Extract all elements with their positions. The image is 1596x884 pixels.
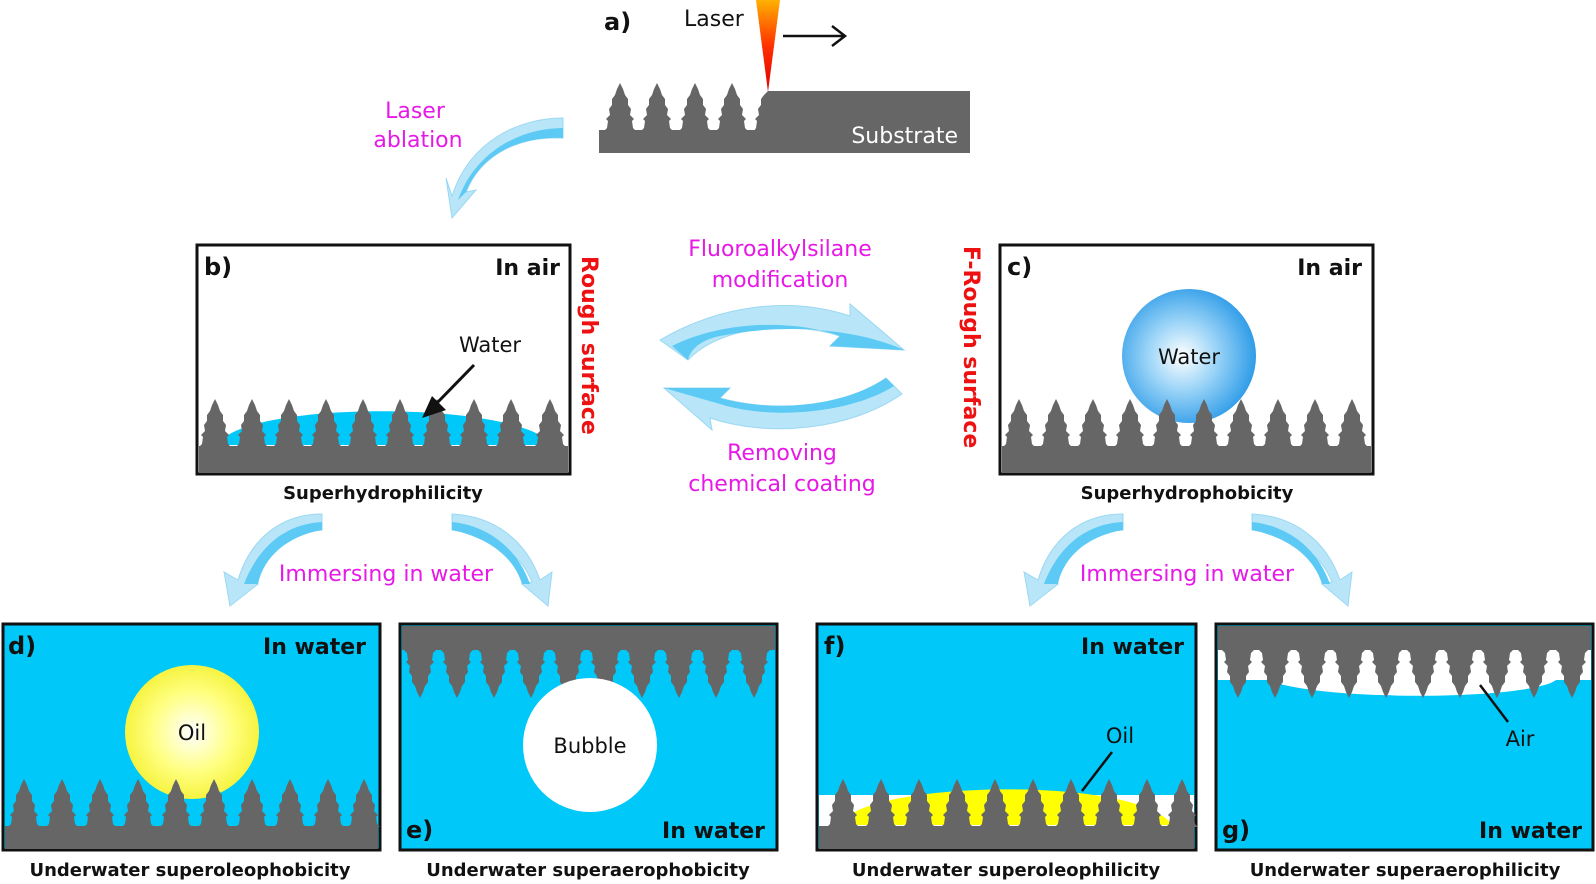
panel-g: Air g) In water Underwater superaerophil… [1214,622,1595,881]
scan-direction-arrow-icon [783,25,848,47]
reverse-cycle-arrow-icon [662,377,903,432]
panel-f: f) In water Oil Underwater superoleophil… [815,622,1198,881]
panel-b-water-label: Water [459,333,521,357]
bubble [523,678,657,812]
laser-beam-icon [756,0,780,92]
panel-c-label: c) [1007,253,1032,281]
rough-surface-g [1218,626,1591,698]
panel-e-caption: Underwater superaerophobicity [426,860,750,881]
panel-d-caption: Underwater superoleophobicity [29,860,350,881]
forward-cycle-arrow-icon [659,302,906,361]
water-droplet [1122,289,1256,423]
rough-surface-e [402,626,775,698]
air-pointer-line [1479,684,1509,723]
laser-ablation-label-line1: Laser [385,99,446,124]
panel-d-env: In water [263,635,366,660]
panel-c-water-label: Water [1158,345,1220,369]
immersing-arrows-right [1023,513,1353,607]
panel-g-caption: Underwater superaerophilicity [1250,860,1561,881]
panel-e-bubble-label: Bubble [553,734,626,758]
panel-c-env: In air [1297,256,1362,281]
panel-e-label: e) [406,816,433,844]
rough-surface-d [5,779,380,849]
panel-g-env: In water [1479,819,1582,844]
laser-label: Laser [684,7,745,32]
oil-pointer-line [1081,751,1113,792]
panel-a: a) Laser Substrate [599,0,970,153]
rough-surface-c [1002,399,1371,473]
panel-f-oil-label: Oil [1106,724,1134,748]
oil-droplet [125,665,259,799]
removing-label-line1: Removing [727,441,837,466]
panel-f-label: f) [824,632,845,660]
immersing-arrows-left [223,513,553,607]
panel-b: b) In air Water Superhydrophilicity [195,243,572,504]
laser-ablation-arrow-icon [445,117,564,220]
removing-label-line2: chemical coating [688,472,875,497]
panel-g-air-label: Air [1506,727,1535,751]
panel-a-label: a) [604,8,631,36]
panel-e: Bubble e) In water Underwater superaerop… [398,622,779,881]
panel-d-oil-label: Oil [178,721,206,745]
panel-d-label: d) [8,632,36,660]
panel-c: c) In air Water Superhydrophobicity [998,243,1375,504]
rough-surface-label: Rough surface [576,256,601,435]
substrate [599,83,970,153]
panel-b-env: In air [495,256,560,281]
panel-f-env: In water [1081,635,1184,660]
rough-surface-b [199,399,568,473]
modification-label-line1: Fluoroalkylsilane [688,237,872,262]
modification-label-line2: modification [712,268,849,293]
immersing-label-left: Immersing in water [279,562,494,587]
immersing-label-right: Immersing in water [1080,562,1295,587]
substrate-label: Substrate [851,124,958,149]
panel-b-label: b) [204,253,232,281]
pointer-arrow-icon [422,363,476,418]
panel-d: d) In water Oil Underwater superoleophob… [1,622,382,881]
f-rough-surface-label: F-Rough surface [958,246,983,448]
panel-e-env: In water [662,819,765,844]
panel-f-caption: Underwater superoleophilicity [852,860,1160,881]
laser-ablation-label-line2: ablation [373,128,462,153]
panel-g-label: g) [1222,816,1250,844]
panel-b-caption: Superhydrophilicity [283,483,483,504]
panel-c-caption: Superhydrophobicity [1081,483,1294,504]
rough-surface-f [819,779,1198,849]
